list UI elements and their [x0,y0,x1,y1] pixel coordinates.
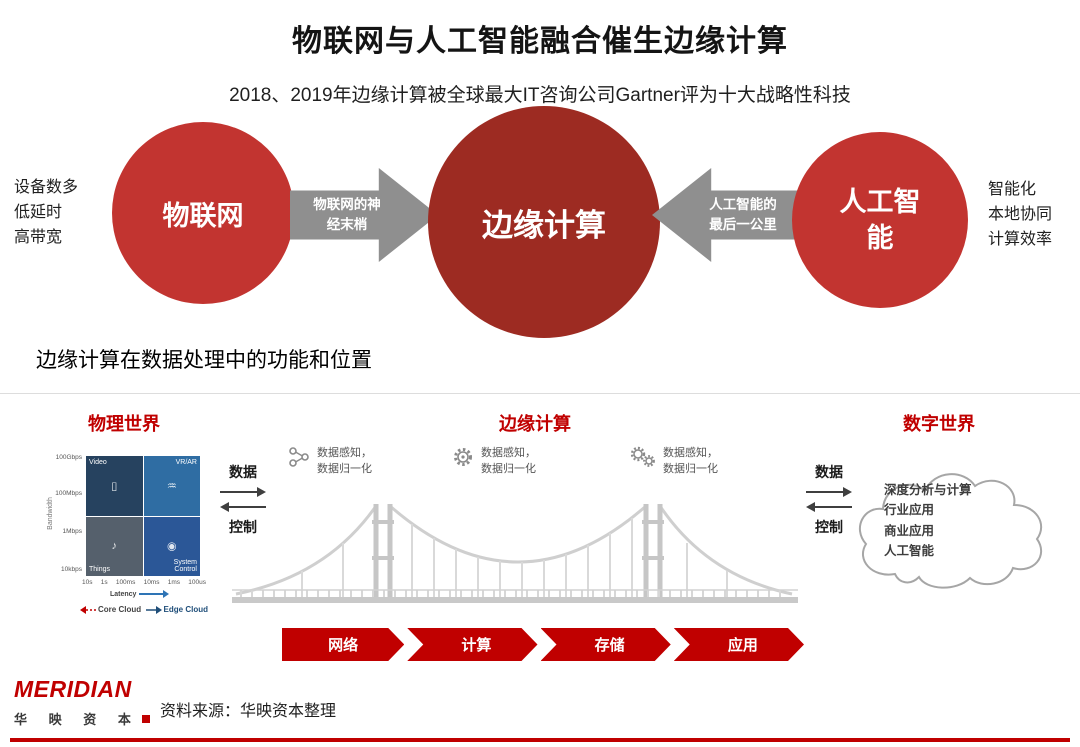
edge-cloud-label-group: Edge Cloud [145,605,208,615]
section-divider [0,393,1080,394]
chevron-application: 应用 [674,628,804,661]
source-note: 资料来源：华映资本整理 [160,703,337,720]
meridian-cn-name: 华 映 资 本 [14,709,154,728]
iot-circle: 物联网 [112,122,294,304]
flow-left: 数据 控制 [214,462,272,537]
chevron-network: 网络 [282,628,404,661]
cloud-line: 行业应用 [884,503,935,518]
column-physical-world: 物理世界 [88,414,160,434]
edge-layer-banner: 网络 计算 存储 应用 [282,628,804,661]
y-tick: 1Mbps [62,528,82,535]
bandwidth-latency-chart: Bandwidth 100Gbps 100Mbps 1Mbps 10kbps V… [46,452,218,634]
music-note-icon: ♪ [111,540,118,553]
sense-text: 数据感知， 数据归一化 [317,447,372,475]
column-digital-world: 数字世界 [903,414,975,434]
network-nodes-icon [289,447,309,467]
control-left-arrow-icon [220,502,266,512]
phone-icon: ▯ [111,480,118,493]
right-arrow-icon [145,605,162,614]
sense-text: 数据感知， 数据归一化 [481,447,536,475]
cloud-capability-list: 深度分析与计算 行业应用 商业应用 人工智能 [884,480,1034,561]
quadrant-video: Video ▯ [86,456,143,516]
x-tick: 1s [100,579,108,586]
core-cloud-label-group: Core Cloud [80,605,141,614]
suspension-bridge-illustration [232,504,798,603]
gears-icon [630,446,655,467]
x-axis-label: Latency [110,590,137,598]
x-tick: 1ms [167,579,180,586]
page-title: 物联网与人工智能融合催生边缘计算 [292,25,788,58]
sense-text: 数据感知， 数据归一化 [663,447,718,475]
x-ticks: 10s 1s 100ms 10ms 1ms 100us [82,579,206,586]
quadrant-system-control: System Control ◉ [143,516,200,576]
x-tick: 10s [82,579,93,586]
digital-world-cloud [858,473,1043,589]
quadrant-label: VR/AR [175,459,197,466]
iot-to-edge-arrow: 物联网的神 经末梢 [290,168,438,262]
y-tick: 100Gbps [55,454,82,461]
section-title: 边缘计算在数据处理中的功能和位置 [36,349,372,372]
x-tick: 100us [188,579,206,586]
control-label: 控制 [229,519,257,535]
quadrant-vrar: VR/AR ♒ [143,456,200,516]
gear-icon [454,448,472,466]
quadrant-label: Things [89,566,111,573]
wifi-car-icon: ♒ [166,480,177,493]
page-subtitle: 2018、2019年边缘计算被全球最大IT咨询公司Gartner评为十大战略性科… [229,85,851,106]
logo-square [141,714,150,723]
quadrant-grid: Video ▯ VR/AR ♒ Things ♪ System Control … [86,456,200,576]
quadrant-label: Video [89,459,107,466]
control-left-arrow-icon [806,502,852,512]
x-tick: 10ms [143,579,160,586]
y-tick: 10kbps [61,566,82,573]
camera-icon: ◉ [166,540,177,553]
bottom-accent-bar [10,738,1070,742]
ai-circle-label: 人工智 能 [839,186,921,253]
iot-arrow-label: 物联网的神 经末梢 [313,196,381,232]
data-label: 数据 [229,464,257,480]
meridian-logo: MERIDIAN 华 映 资 本 [14,676,154,728]
chevron-storage: 存储 [541,628,671,661]
control-label: 控制 [815,519,843,535]
core-cloud-label: Core Cloud [98,605,142,615]
data-right-arrow-icon [806,487,852,497]
sense-group-3: 数据感知， 数据归一化 [630,446,795,478]
x-tick: 100ms [115,579,136,586]
cloud-range-row: Core Cloud Edge Cloud [80,605,208,615]
iot-circle-label: 物联网 [162,200,244,231]
ai-to-edge-arrow: 人工智能的 最后一公里 [652,168,800,262]
ai-side-notes: 智能化 本地协同 计算效率 [988,181,1053,248]
left-arrow-icon [80,605,96,614]
latency-arrow-icon [139,590,170,598]
y-axis-label: Bandwidth [46,497,54,530]
flow-right: 数据 控制 [800,462,858,537]
latency-axis: Latency [110,590,170,598]
y-tick: 100Mbps [55,490,82,497]
edge-computing-circle: 边缘计算 [428,106,660,338]
quadrant-label: System Control [173,559,197,573]
cloud-line: 人工智能 [884,543,935,558]
meridian-wordmark: MERIDIAN [14,676,132,702]
ai-arrow-label: 人工智能的 最后一公里 [709,196,777,232]
sense-group-2: 数据感知， 数据归一化 [452,446,617,478]
ai-circle: 人工智 能 [792,132,968,308]
cloud-line: 深度分析与计算 [884,483,972,497]
sense-group-1: 数据感知， 数据归一化 [288,446,453,478]
iot-side-notes: 设备数多 低延时 高带宽 [14,179,79,246]
edge-cloud-label: Edge Cloud [163,605,208,614]
cloud-line: 商业应用 [884,523,935,538]
data-right-arrow-icon [220,487,266,497]
chevron-compute: 计算 [407,628,537,661]
data-label: 数据 [815,464,843,480]
quadrant-things: Things ♪ [86,516,143,576]
edge-circle-label: 边缘计算 [482,207,606,243]
column-edge-computing: 边缘计算 [499,414,571,434]
